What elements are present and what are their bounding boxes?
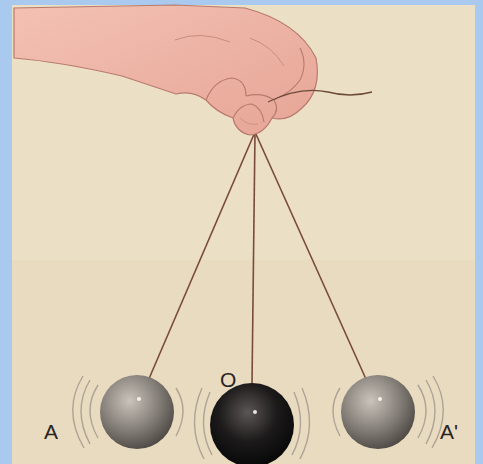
point-label-a-prime: A'	[440, 421, 458, 442]
point-label-a: A	[44, 421, 58, 442]
point-label-o: O	[220, 369, 236, 390]
ball-left	[100, 375, 174, 449]
hand	[14, 5, 317, 135]
string-tail	[268, 90, 372, 102]
pendulum-strings	[145, 132, 370, 388]
ball-right	[341, 375, 415, 449]
ball-center	[210, 383, 294, 464]
